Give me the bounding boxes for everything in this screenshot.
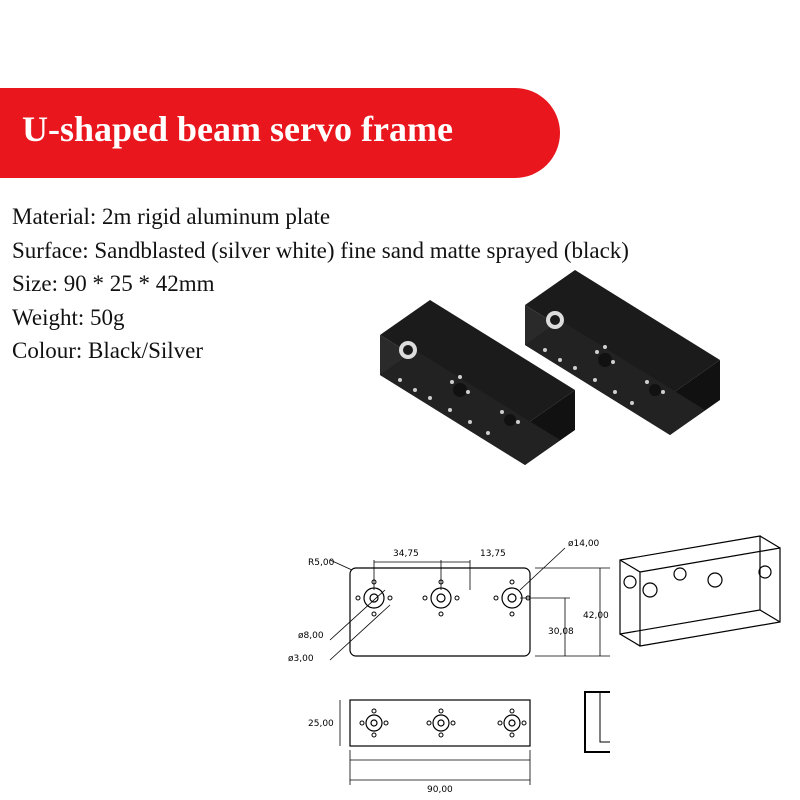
label-1375: 13,75 bbox=[480, 549, 506, 559]
bracket-right bbox=[525, 270, 720, 435]
label-4200: 42,00 bbox=[583, 611, 609, 621]
label-d14: ø14,00 bbox=[568, 539, 600, 549]
label-r5: R5,00 bbox=[308, 558, 335, 568]
spec-list: Material: 2m rigid aluminum plate Surfac… bbox=[12, 200, 629, 368]
label-9000: 90,00 bbox=[427, 785, 453, 795]
front-view-plate bbox=[349, 567, 531, 657]
spec-size: Size: 90 * 25 * 42mm bbox=[12, 271, 215, 296]
label-d8: ø8,00 bbox=[298, 631, 324, 641]
label-3008: 30,08 bbox=[548, 627, 574, 637]
label-2500: 25,00 bbox=[308, 719, 334, 729]
spec-colour: Colour: Black/Silver bbox=[12, 338, 204, 363]
side-profile bbox=[584, 691, 610, 753]
title-banner: U-shaped beam servo frame bbox=[0, 88, 560, 178]
isometric-view bbox=[619, 535, 781, 647]
spec-weight: Weight: 50g bbox=[12, 304, 125, 330]
spec-material: Material: 2m rigid aluminum plate bbox=[12, 204, 331, 229]
spec-surface: Surface: Sandblasted (silver white) fine… bbox=[12, 237, 629, 263]
top-view-plate bbox=[349, 699, 531, 747]
bracket-left bbox=[380, 300, 575, 465]
label-3475: 34,75 bbox=[393, 549, 419, 559]
label-d3: ø3,00 bbox=[288, 654, 314, 664]
product-photo bbox=[380, 270, 720, 465]
banner-title: U-shaped beam servo frame bbox=[22, 109, 453, 149]
